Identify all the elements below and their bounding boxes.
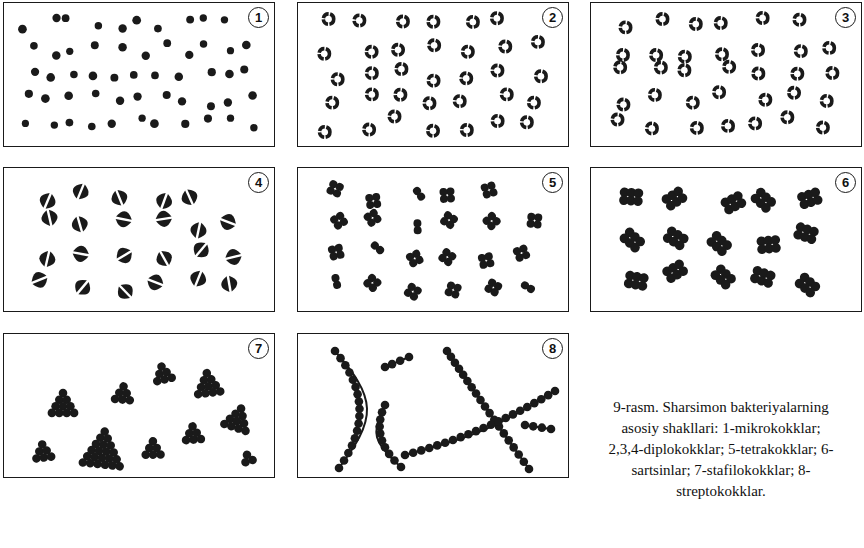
bacteria-cells xyxy=(29,181,243,303)
bacteria-panel: 5 xyxy=(297,167,569,312)
callout-number: 4 xyxy=(248,172,269,193)
bacteria-cells xyxy=(18,14,257,132)
figure-caption: 9-rasm. Sharsimon bakteriyalarning asosi… xyxy=(605,397,837,502)
callout-number: 5 xyxy=(542,172,563,193)
bacteria-panel: 6 xyxy=(590,167,862,312)
bacteria-panel: 8 xyxy=(297,333,569,478)
callout-number: 8 xyxy=(542,338,563,359)
bacteria-cells xyxy=(30,360,258,471)
bacteria-cells xyxy=(618,185,824,300)
bacteria-panel: 2 xyxy=(297,2,569,147)
callout-number: 3 xyxy=(835,7,856,28)
callout-number: 7 xyxy=(248,338,269,359)
bacteria-panel: 3 xyxy=(590,2,862,147)
bacteria-panel: 7 xyxy=(3,333,275,478)
callout-number: 6 xyxy=(835,172,856,193)
bacteria-cells xyxy=(325,179,542,302)
callout-number: 2 xyxy=(542,7,563,28)
bacteria-panel: 4 xyxy=(3,167,275,312)
bacteria-cells xyxy=(319,13,546,137)
bacteria-cells xyxy=(331,347,560,474)
bacteria-cells xyxy=(612,13,837,134)
callout-number: 1 xyxy=(248,7,269,28)
bacteria-panel: 1 xyxy=(3,2,275,147)
